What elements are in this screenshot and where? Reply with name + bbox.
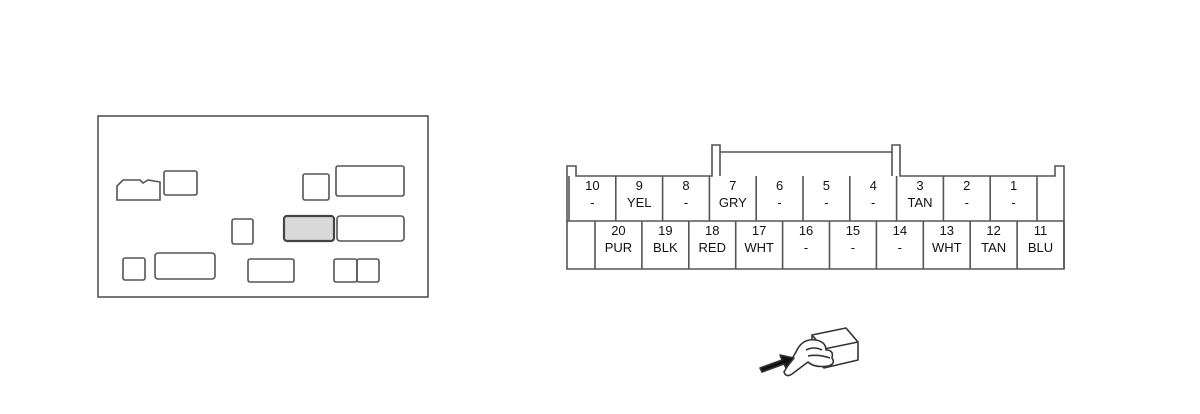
pin-wire-color: - xyxy=(871,195,875,210)
pin-number: 2 xyxy=(963,178,970,193)
pin-number: 16 xyxy=(799,223,813,238)
pin-number: 6 xyxy=(776,178,783,193)
pin-number: 14 xyxy=(893,223,907,238)
component-box xyxy=(231,218,254,245)
pin-number: 4 xyxy=(870,178,877,193)
pin-number: 15 xyxy=(846,223,860,238)
pin-wire-color: BLK xyxy=(653,240,678,255)
component-box xyxy=(247,258,295,283)
pin-wire-color: TAN xyxy=(907,195,932,210)
pin-number: 10 xyxy=(585,178,599,193)
pin-wire-color: WHT xyxy=(744,240,774,255)
component-box xyxy=(356,258,380,283)
connector-face xyxy=(566,144,1065,270)
pin-wire-color: RED xyxy=(699,240,726,255)
pin-wire-color: - xyxy=(804,240,808,255)
component-box xyxy=(154,252,216,280)
pin-number: 17 xyxy=(752,223,766,238)
highlighted-connector-location xyxy=(282,214,336,243)
pin-number: 20 xyxy=(611,223,625,238)
pin-number: 9 xyxy=(636,178,643,193)
pin-number: 7 xyxy=(729,178,736,193)
pin-wire-color: - xyxy=(1011,195,1015,210)
pin-number: 1 xyxy=(1010,178,1017,193)
hand-pushing-connector-icon xyxy=(759,327,859,377)
top-row-dividers xyxy=(568,176,1038,221)
pin-number: 13 xyxy=(940,223,954,238)
pin-number: 18 xyxy=(705,223,719,238)
pin-wire-color: TAN xyxy=(981,240,1006,255)
pin-wire-color: - xyxy=(898,240,902,255)
pin-wire-color: - xyxy=(851,240,855,255)
pin-wire-color: - xyxy=(965,195,969,210)
pin-wire-color: - xyxy=(590,195,594,210)
pin-wire-color: GRY xyxy=(719,195,747,210)
pin-wire-color: BLU xyxy=(1028,240,1053,255)
panel-outline xyxy=(97,115,429,298)
component-clip xyxy=(116,179,161,201)
locator-panel xyxy=(97,115,429,298)
component-box xyxy=(122,257,146,281)
pin-wire-color: YEL xyxy=(627,195,652,210)
pin-wire-color: - xyxy=(777,195,781,210)
pin-wire-color: PUR xyxy=(605,240,632,255)
pin-number: 12 xyxy=(986,223,1000,238)
component-box xyxy=(302,173,330,201)
pin-number: 5 xyxy=(823,178,830,193)
pin-number: 19 xyxy=(658,223,672,238)
pin-number: 11 xyxy=(1034,223,1048,238)
component-box xyxy=(335,165,405,197)
pin-number: 8 xyxy=(682,178,689,193)
component-box xyxy=(336,215,405,242)
component-box xyxy=(163,170,198,196)
pin-wire-color: - xyxy=(824,195,828,210)
bottom-row-dividers xyxy=(594,221,1065,269)
pin-wire-color: WHT xyxy=(932,240,962,255)
pin-number: 3 xyxy=(916,178,923,193)
pin-wire-color: - xyxy=(684,195,688,210)
